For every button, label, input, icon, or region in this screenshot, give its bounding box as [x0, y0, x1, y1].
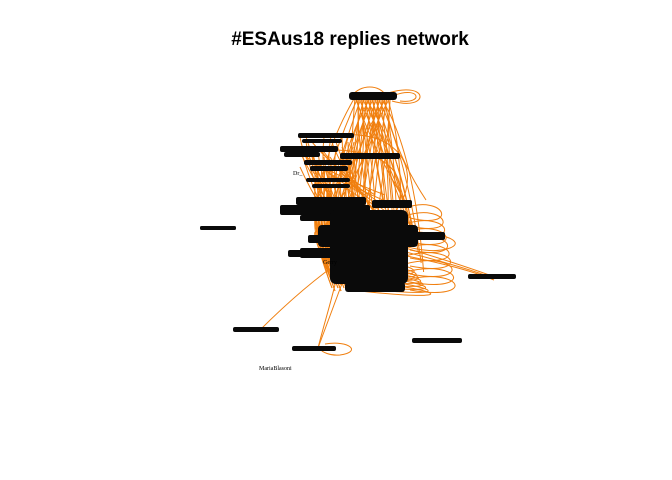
node-label-layer: Dr_ Gerry MariaBlasoni [259, 171, 337, 372]
node-label-cluster [200, 226, 236, 230]
node-label-cluster [298, 133, 354, 138]
node-label-cluster [468, 274, 516, 279]
node-label-cluster [233, 327, 279, 332]
node-label-cluster [302, 139, 342, 143]
node-label-cluster [284, 152, 320, 157]
network-edge [319, 342, 352, 356]
network-edge [404, 268, 455, 285]
node-label-cluster [308, 235, 338, 243]
network-edge [354, 96, 405, 201]
network-edge [404, 276, 456, 293]
node-label-cluster [296, 197, 366, 205]
network-edge [359, 286, 431, 296]
network-edge [364, 96, 384, 201]
network-edge [317, 146, 381, 204]
node-label-cluster [349, 92, 397, 100]
node-label-dr: Dr_ [293, 171, 303, 177]
node-label-cluster [288, 250, 328, 257]
network-edge [394, 244, 493, 277]
node-label-cluster [310, 166, 348, 171]
node-label-cluster [412, 338, 462, 343]
node-label-maria: MariaBlasoni [259, 366, 292, 372]
node-label-cluster [345, 282, 405, 292]
node-label-cluster [318, 225, 418, 247]
network-edge [383, 96, 427, 201]
node-label-cluster [312, 184, 350, 188]
node-label-gerry: Gerry [323, 260, 337, 266]
node-label-cluster [306, 178, 350, 182]
node-label-cluster [340, 153, 400, 159]
node-label-cluster [372, 200, 412, 208]
node-label-cluster [280, 146, 338, 152]
chart-title: #ESAus18 replies network [231, 29, 469, 50]
network-edge [370, 96, 417, 246]
network-edge [314, 231, 333, 283]
node-label-cluster [304, 160, 352, 165]
network-edge [394, 91, 417, 102]
node-label-cluster [395, 232, 445, 240]
node-cluster-layer [200, 92, 516, 351]
node-label-cluster [292, 346, 336, 351]
network-edge [387, 89, 421, 104]
